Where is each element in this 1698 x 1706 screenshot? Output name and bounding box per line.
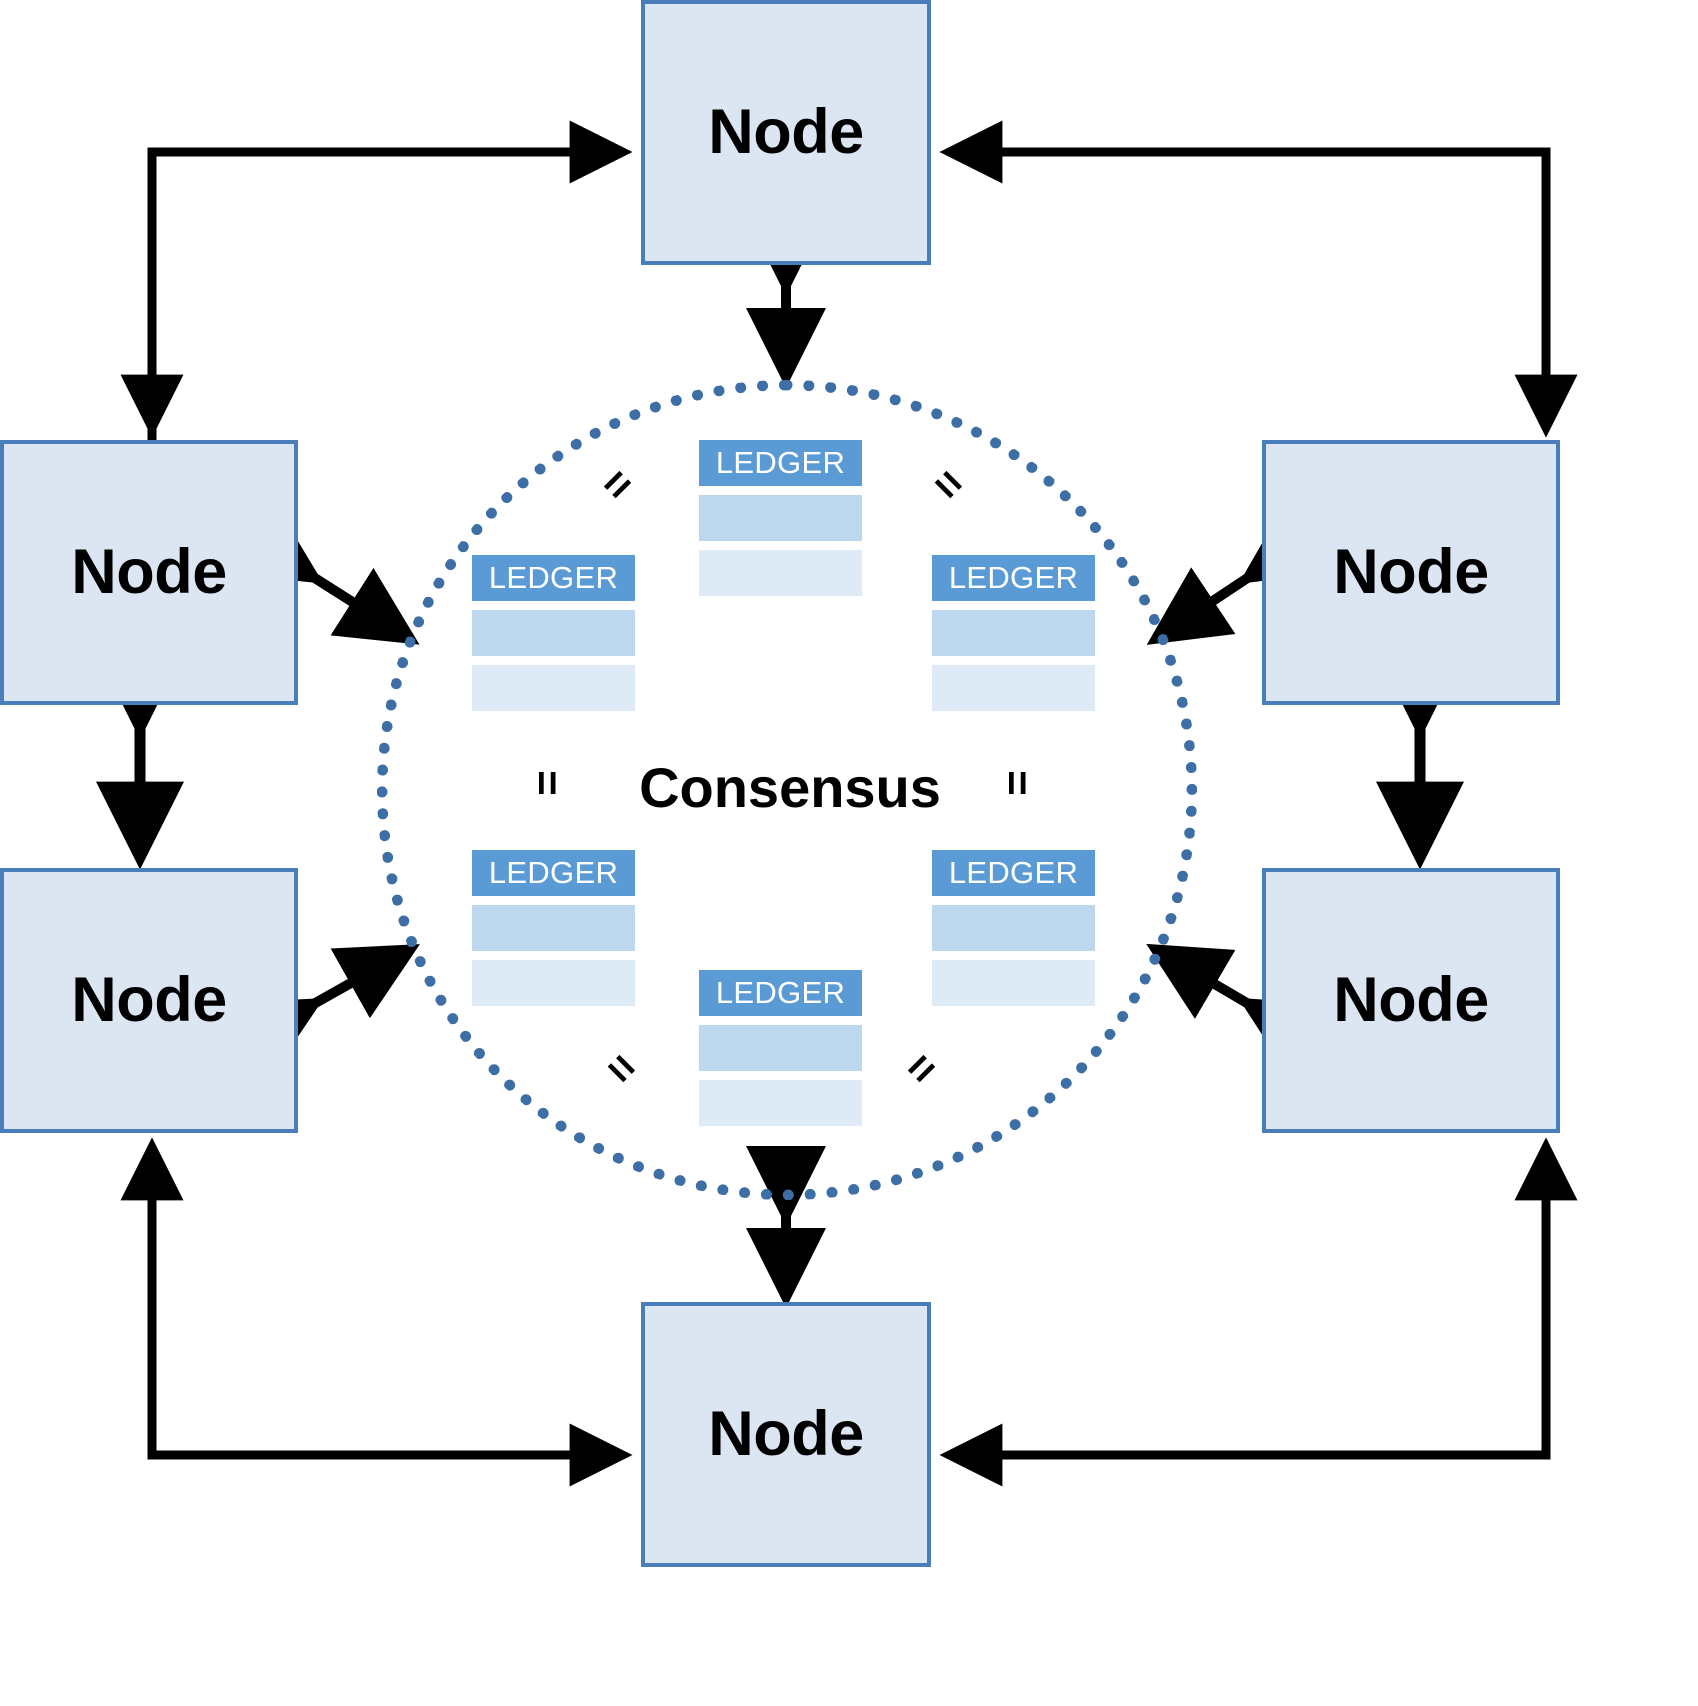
edge-left-lower-to-consensus [234, 944, 420, 1073]
node-bottom[interactable]: Node [641, 1302, 931, 1567]
ledger-title: LEDGER [932, 555, 1095, 601]
edge-right-outer-to-top [939, 120, 1551, 425]
ledger-row [932, 610, 1095, 656]
node-label: Node [1333, 537, 1489, 607]
ledger-lower-left[interactable]: LEDGER [472, 850, 635, 1006]
edge-left-outer-to-top [147, 120, 633, 465]
node-top[interactable]: Node [641, 0, 931, 265]
node-left-upper[interactable]: Node [0, 440, 298, 705]
node-label: Node [708, 1399, 864, 1469]
node-label: Node [1333, 965, 1489, 1035]
node-left-lower[interactable]: Node [0, 868, 298, 1133]
ledger-title: LEDGER [472, 850, 635, 896]
ledger-title: LEDGER [932, 850, 1095, 896]
ledger-lower-right[interactable]: LEDGER [932, 850, 1095, 1006]
ledger-row [699, 550, 862, 596]
edge-right-outer-to-bottom [939, 1148, 1551, 1487]
ledger-bottom[interactable]: LEDGER [699, 970, 862, 1126]
ledger-row [932, 960, 1095, 1006]
ledger-row [472, 665, 635, 711]
edge-left-outer-to-bottom [147, 1148, 633, 1487]
node-label: Node [708, 97, 864, 167]
node-right-lower[interactable]: Node [1262, 868, 1560, 1133]
ledger-row [472, 905, 635, 951]
ledger-upper-left[interactable]: LEDGER [472, 555, 635, 711]
ledger-title: LEDGER [472, 555, 635, 601]
equals-mid-left-icon: = [523, 770, 572, 796]
ledger-row [699, 1080, 862, 1126]
node-label: Node [71, 965, 227, 1035]
ledger-row [472, 610, 635, 656]
ledger-row [699, 1025, 862, 1071]
ledger-top[interactable]: LEDGER [699, 440, 862, 596]
ledger-title: LEDGER [699, 440, 862, 486]
equals-mid-right-icon: = [993, 770, 1042, 796]
consensus-label: Consensus [639, 756, 941, 819]
node-label: Node [71, 537, 227, 607]
node-right-upper[interactable]: Node [1262, 440, 1560, 705]
edge-left-upper-to-consensus [234, 506, 420, 645]
ledger-row [932, 905, 1095, 951]
ledger-row [699, 495, 862, 541]
edge-right-lower-to-consensus [1146, 943, 1328, 1073]
ledger-row [472, 960, 635, 1006]
ledger-title: LEDGER [699, 970, 862, 1016]
ledger-row [932, 665, 1095, 711]
edge-right-upper-to-consensus [1146, 506, 1328, 645]
ledger-upper-right[interactable]: LEDGER [932, 555, 1095, 711]
consensus-circle [377, 380, 1197, 1200]
